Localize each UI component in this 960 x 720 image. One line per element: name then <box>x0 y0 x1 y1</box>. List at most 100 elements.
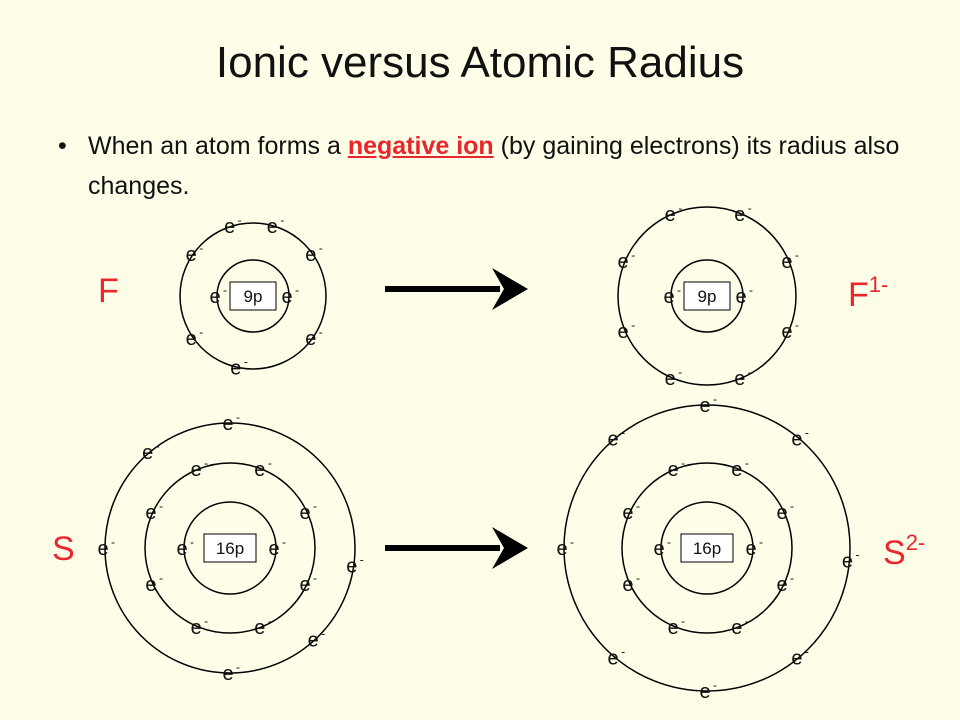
nucleus-label: 16p <box>693 539 721 558</box>
electron: e- <box>209 283 227 308</box>
svg-text:e: e <box>622 574 633 596</box>
slide-title: Ionic versus Atomic Radius <box>215 38 745 87</box>
svg-text:-: - <box>244 354 248 368</box>
nucleus <box>229 281 277 311</box>
svg-text:e: e <box>791 648 802 670</box>
label-s-ion: S2- <box>883 530 926 572</box>
electron: e- <box>224 213 242 238</box>
electron: e- <box>791 645 809 670</box>
svg-text:-: - <box>759 535 763 549</box>
electron: e- <box>618 248 636 273</box>
svg-text:-: - <box>790 571 794 585</box>
svg-text:-: - <box>204 456 208 470</box>
svg-text:-: - <box>795 248 799 262</box>
svg-text:-: - <box>667 535 671 549</box>
svg-text:e: e <box>222 413 233 435</box>
svg-text:-: - <box>713 392 717 406</box>
svg-text:e: e <box>776 574 787 596</box>
electron-shell-3 <box>563 404 851 692</box>
svg-text:-: - <box>749 283 753 297</box>
electron: e- <box>776 571 794 596</box>
svg-text:e: e <box>267 216 278 238</box>
svg-text:-: - <box>805 425 809 439</box>
svg-text:e: e <box>665 368 676 390</box>
svg-text:-: - <box>313 571 317 585</box>
svg-text:e: e <box>254 617 265 639</box>
electron: e- <box>653 535 671 560</box>
svg-text:-: - <box>748 365 752 379</box>
svg-text:e: e <box>608 428 619 450</box>
electron: e- <box>608 645 626 670</box>
svg-text:-: - <box>805 645 809 659</box>
svg-text:-: - <box>621 645 625 659</box>
electron: e- <box>665 201 683 226</box>
sulfur-atom-diagram: e-e-e-e-e-e-e-e-e-e-e-e-e-e-e-e-16p <box>97 410 363 685</box>
fluorine-atom-diagram: e-e-e-e-e-e-e-e-e-9p <box>179 213 327 379</box>
nucleus-label: 16p <box>216 539 244 558</box>
right-arrow-icon <box>385 268 528 310</box>
svg-text:-: - <box>570 535 574 549</box>
electron: e- <box>305 325 323 350</box>
svg-text:-: - <box>319 241 323 255</box>
svg-text:-: - <box>855 547 859 561</box>
svg-text:-: - <box>238 213 242 227</box>
bullet-text-start: When an atom forms a <box>88 132 348 160</box>
svg-text:e: e <box>209 286 220 308</box>
svg-text:-: - <box>199 325 203 339</box>
bullet-text-end: (by gaining electrons) its radius also c… <box>88 132 900 200</box>
svg-text:e: e <box>731 617 742 639</box>
nucleus-label: 9p <box>244 287 263 306</box>
electron: e- <box>145 571 163 596</box>
electron: e- <box>254 456 272 481</box>
svg-text:e: e <box>281 286 292 308</box>
electron: e- <box>781 248 799 273</box>
electron: e- <box>699 678 717 703</box>
svg-text:-: - <box>636 571 640 585</box>
svg-text:-: - <box>268 456 272 470</box>
svg-text:e: e <box>145 574 156 596</box>
svg-text:e: e <box>663 286 674 308</box>
svg-text:-: - <box>745 614 749 628</box>
electron: e- <box>186 241 204 266</box>
svg-text:e: e <box>186 328 197 350</box>
electron: e- <box>781 318 799 343</box>
electron: e- <box>191 456 209 481</box>
electron: e- <box>222 660 240 685</box>
electron: e- <box>731 614 749 639</box>
svg-text:e: e <box>308 629 319 651</box>
electron-shell-3 <box>104 422 356 674</box>
electron: e- <box>668 614 686 639</box>
svg-text:-: - <box>748 201 752 215</box>
svg-text:-: - <box>795 318 799 332</box>
svg-text:e: e <box>222 663 233 685</box>
svg-text:e: e <box>668 459 679 481</box>
electron: e- <box>281 283 299 308</box>
electron-shell-1 <box>660 501 754 595</box>
svg-text:e: e <box>618 251 629 273</box>
bullet-dot-icon: • <box>58 132 67 160</box>
electron-shell-2 <box>617 206 797 386</box>
svg-text:e: e <box>618 321 629 343</box>
svg-text:e: e <box>145 502 156 524</box>
svg-text:-: - <box>678 365 682 379</box>
svg-text:-: - <box>111 535 115 549</box>
svg-text:-: - <box>199 241 203 255</box>
svg-text:e: e <box>668 617 679 639</box>
svg-text:e: e <box>186 244 197 266</box>
svg-text:e: e <box>299 574 310 596</box>
electron: e- <box>745 535 763 560</box>
svg-text:-: - <box>677 283 681 297</box>
electron: e- <box>230 354 248 379</box>
electron: e- <box>791 425 809 450</box>
electron-shell-2 <box>179 222 327 370</box>
electron: e- <box>622 571 640 596</box>
electron: e- <box>663 283 681 308</box>
svg-text:e: e <box>230 357 241 379</box>
svg-text:-: - <box>681 456 685 470</box>
electron: e- <box>556 535 574 560</box>
electron: e- <box>254 614 272 639</box>
svg-text:-: - <box>790 499 794 513</box>
svg-text:e: e <box>665 204 676 226</box>
svg-text:e: e <box>791 428 802 450</box>
